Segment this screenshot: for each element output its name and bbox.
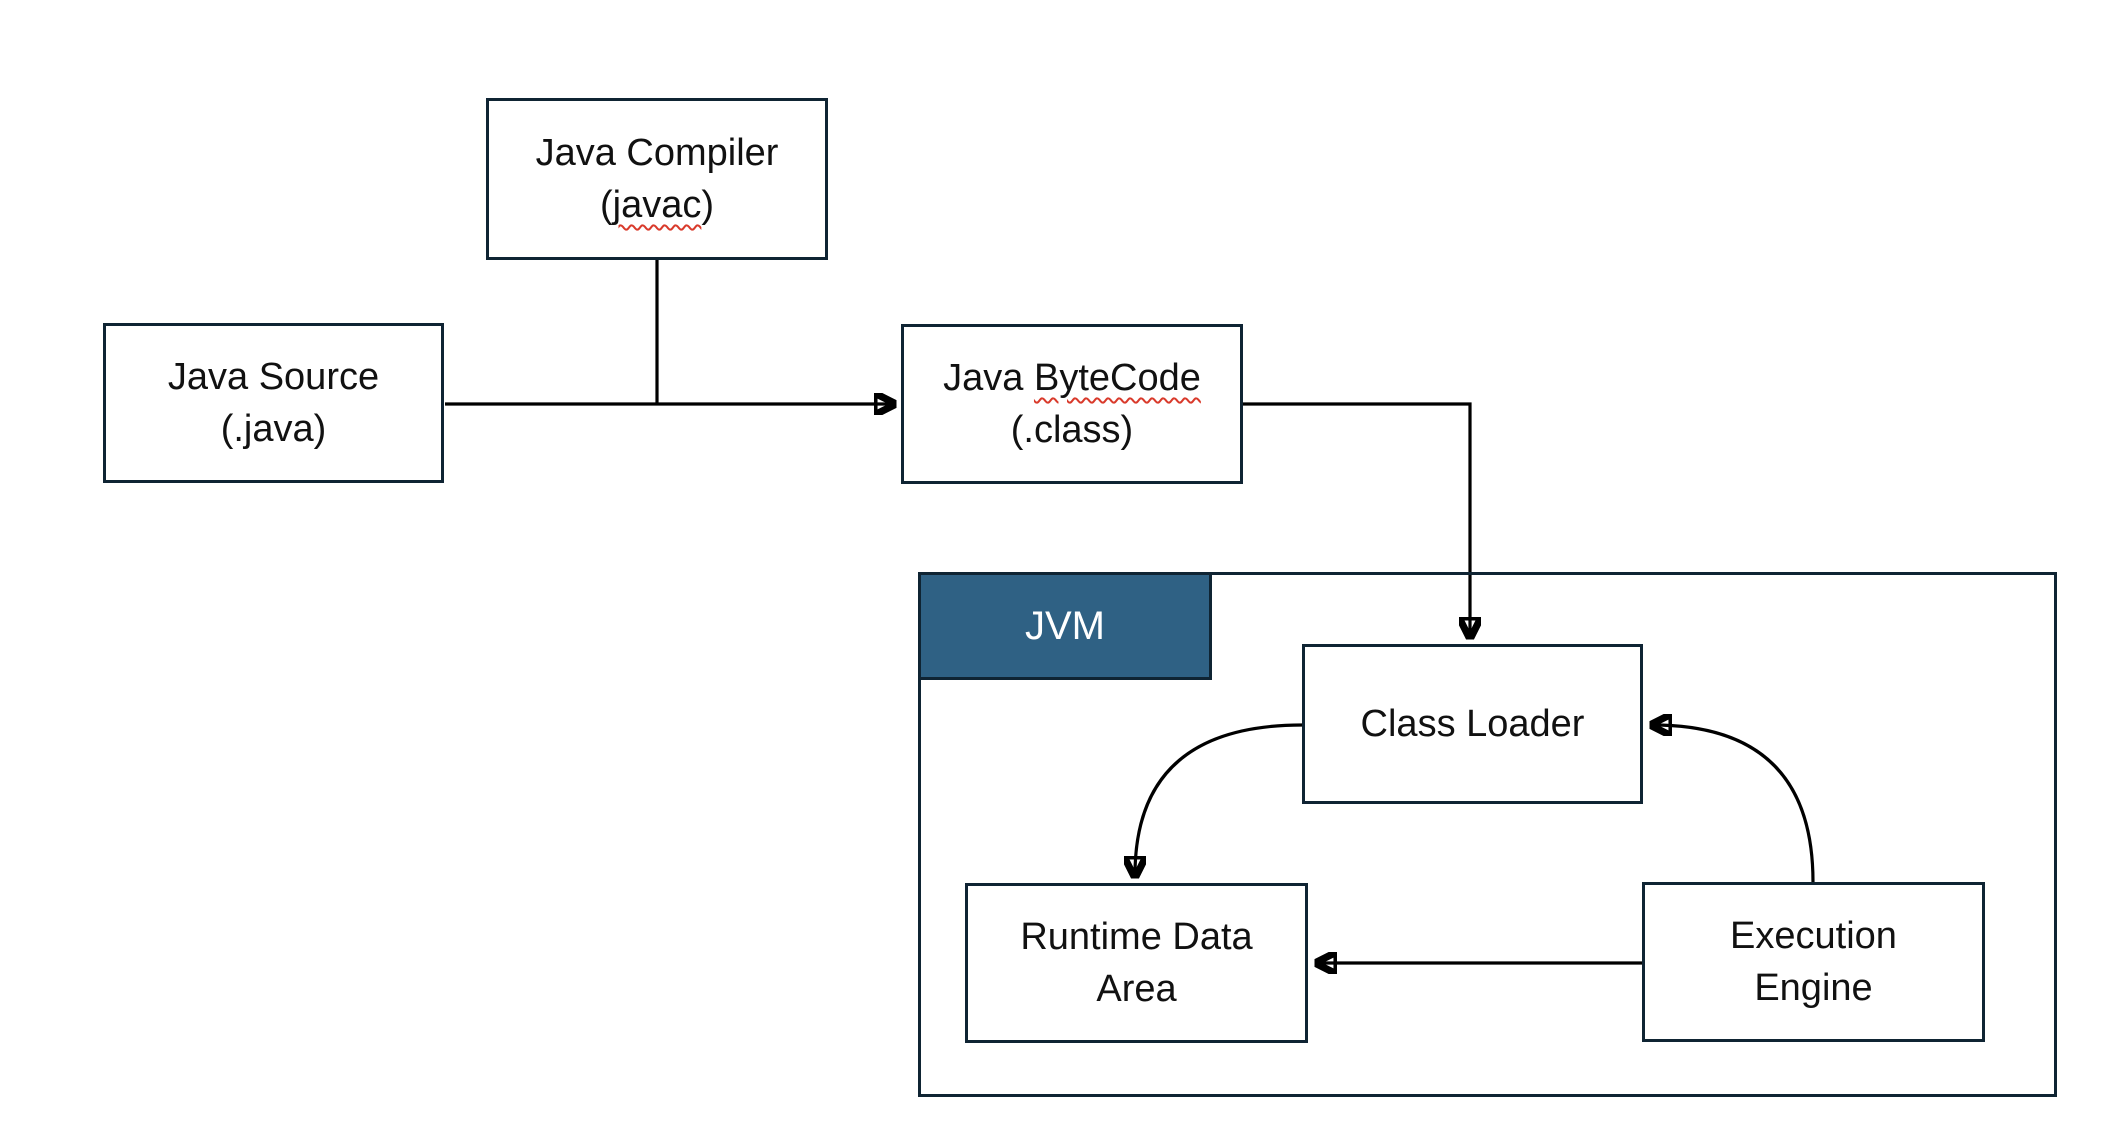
java-bytecode-label-line1: Java ByteCode (943, 352, 1201, 404)
jvm-container-box (918, 572, 2057, 1097)
paren-close: ) (701, 184, 715, 226)
java-source-label-line1: Java Source (167, 356, 380, 398)
bytecode-misspelled-word: ByteCode (1033, 357, 1201, 399)
jvm-label-text: JVM (1025, 604, 1105, 648)
runtime-data-area-label-line1: Runtime Data (1020, 916, 1253, 958)
java-compiler-label-line2: (javac) (600, 179, 714, 231)
execution-engine-label-line1: Execution (1730, 915, 1897, 957)
java-source-box: Java Source (.java) (103, 323, 444, 483)
java-bytecode-box: Java ByteCode (.class) (901, 324, 1243, 484)
java-compiler-label-line1: Java Compiler (535, 132, 779, 174)
java-source-label-line2: (.java) (220, 408, 327, 450)
execution-engine-label-line2: Engine (1754, 967, 1873, 1009)
class-loader-label: Class Loader (1360, 703, 1585, 745)
bytecode-label-prefix: Java (943, 357, 1034, 399)
paren-open: ( (599, 184, 613, 226)
execution-engine-box: Execution Engine (1642, 882, 1985, 1042)
runtime-data-area-box: Runtime Data Area (965, 883, 1308, 1043)
jvm-label-box: JVM (918, 572, 1212, 680)
java-compiler-box: Java Compiler (javac) (486, 98, 828, 260)
runtime-data-area-label-line2: Area (1096, 968, 1177, 1010)
class-loader-box: Class Loader (1302, 644, 1643, 804)
javac-misspelled-word: javac (612, 184, 702, 226)
java-bytecode-label-line2: (.class) (1010, 409, 1134, 451)
